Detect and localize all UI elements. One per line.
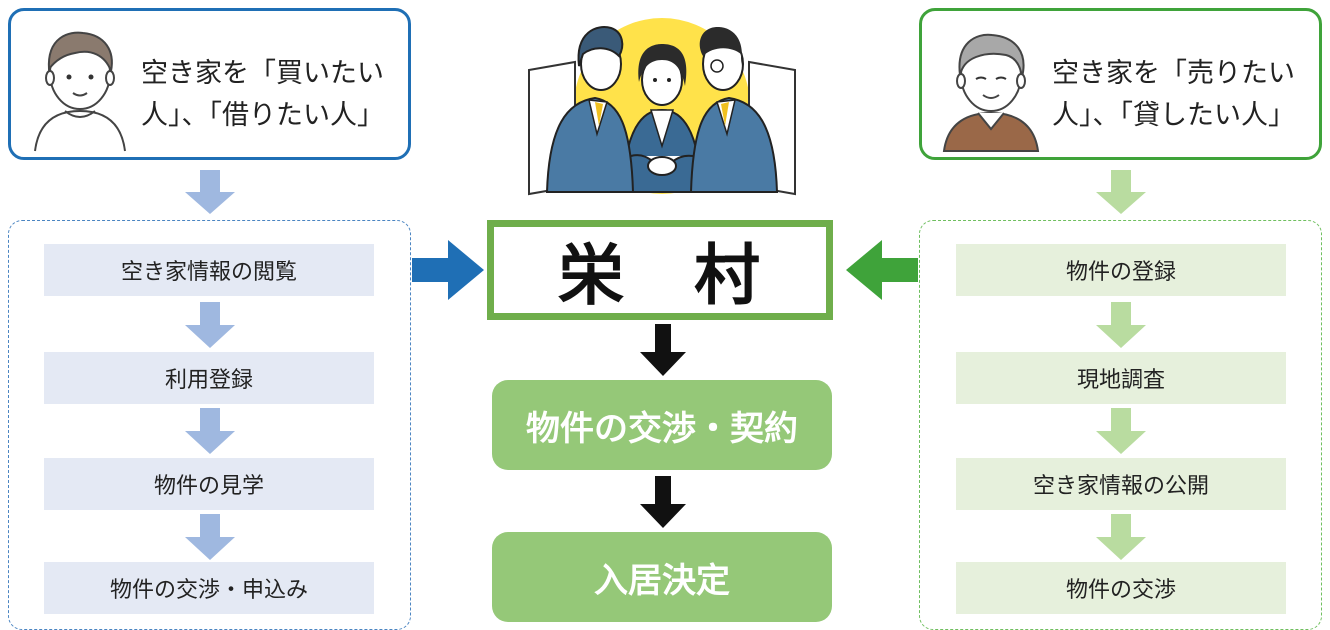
seller-label-line1: 空き家を「売りたい: [1052, 58, 1295, 89]
seller-step-3: 空き家情報の公開: [956, 458, 1286, 510]
buyer-down-arrow-3: [185, 514, 235, 560]
seller-down-arrow-3: [1096, 514, 1146, 560]
buyer-right-arrow: [412, 240, 484, 300]
seller-step-1: 物件の登録: [956, 244, 1286, 296]
buyer-step-1: 空き家情報の閲覧: [44, 244, 374, 296]
elderly-person-icon: [942, 33, 1040, 152]
seller-box: 空き家を「売りたい 人」、「貸したい人」: [919, 8, 1322, 160]
buyer-down-arrow-top: [185, 170, 235, 214]
seller-left-arrow: [846, 240, 918, 300]
center-down-arrow-1: [640, 324, 686, 376]
move-in-decision-box: 入居決定: [492, 532, 832, 622]
buyer-step-2: 利用登録: [44, 352, 374, 404]
buyer-box: 空き家を「買いたい 人」、「借りたい人」: [8, 8, 411, 160]
center-down-arrow-2: [640, 476, 686, 528]
young-person-icon: [34, 31, 126, 152]
seller-step-2: 現地調査: [956, 352, 1286, 404]
buyer-label-line2: 人」、「借りたい人」: [141, 100, 384, 131]
buyer-step-4: 物件の交渉・申込み: [44, 562, 374, 614]
buyer-down-arrow-2: [185, 408, 235, 454]
village-name-title: 栄 村: [487, 220, 833, 320]
seller-label-line2: 人」、「貸したい人」: [1052, 100, 1295, 131]
seller-step-4: 物件の交渉: [956, 562, 1286, 614]
negotiation-contract-box: 物件の交渉・契約: [492, 380, 832, 470]
buyer-down-arrow-1: [185, 302, 235, 348]
handshake-illustration: [528, 18, 796, 196]
buyer-step-3: 物件の見学: [44, 458, 374, 510]
seller-down-arrow-1: [1096, 302, 1146, 348]
seller-down-arrow-2: [1096, 408, 1146, 454]
seller-down-arrow-top: [1096, 170, 1146, 214]
buyer-label-line1: 空き家を「買いたい: [141, 58, 384, 89]
